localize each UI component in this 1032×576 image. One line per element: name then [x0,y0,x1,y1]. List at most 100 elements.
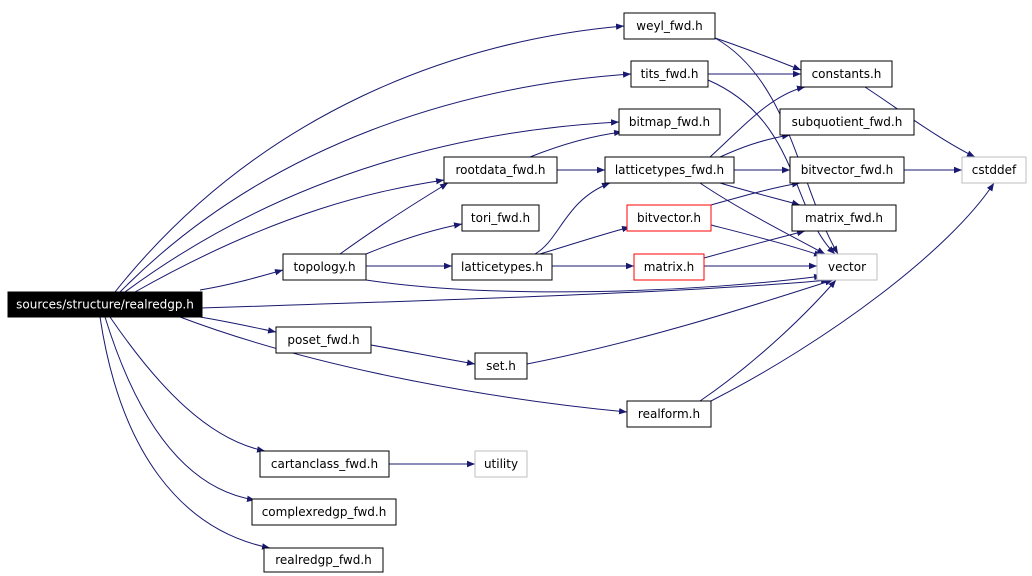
node-label: utility [484,457,518,471]
edge-root-to-rootdata_fwd [134,178,445,293]
node-box [618,108,721,136]
edge-set-to-vector [526,279,834,365]
node-label: bitmap_fwd.h [629,115,710,129]
edge-latticetypes-to-bitvector [539,225,631,255]
edge-root-to-topology [199,269,284,291]
node-label: cstddef [972,163,1017,177]
node-label: bitvector.h [637,211,701,225]
edge-root-to-vector [201,277,830,309]
node-set[interactable]: set.h [474,352,528,380]
node-bitmap-fwd[interactable]: bitmap_fwd.h [618,108,721,136]
node-subquotient-fwd[interactable]: subquotient_fwd.h [779,108,915,136]
node-label: rootdata_fwd.h [456,163,546,177]
node-label: matrix.h [644,260,695,274]
node-box [789,156,905,184]
node-label: matrix_fwd.h [805,211,883,225]
node-vector[interactable]: vector [816,253,878,281]
edge-root-to-realredgp_fwd [99,316,271,550]
edge-rootdata_fwd-to-bitmap_fwd [529,129,623,158]
edge-topology-to-tori_fwd [365,222,463,255]
edge-latticetypes_fwd-to-subquotient_fwd [719,133,791,158]
edge-realform-to-cstddef [710,182,995,402]
edge-matrix-to-matrix_fwd [703,229,806,259]
node-label: latticetypes.h [461,260,543,274]
node-box [282,253,367,281]
nodes-layer: sources/structure/realredgp.h weyl_fwd.ht… [7,12,1027,573]
node-constants[interactable]: constants.h [800,60,893,88]
edges-layer [99,23,995,550]
node-box [604,156,735,184]
node-label: topology.h [293,260,355,274]
node-label: sources/structure/realredgp.h [16,298,194,312]
node-label: realform.h [638,407,700,421]
node-root[interactable]: sources/structure/realredgp.h [7,291,203,318]
edge-constants-to-cstddef [864,86,976,158]
node-utility[interactable]: utility [474,450,528,478]
node-label: tori_fwd.h [471,211,530,225]
edge-latticetypes_fwd-to-matrix_fwd [719,182,801,206]
node-latticetypes-fwd[interactable]: latticetypes_fwd.h [604,156,735,184]
node-topology[interactable]: topology.h [282,253,367,281]
node-latticetypes[interactable]: latticetypes.h [451,253,553,281]
node-bitvector[interactable]: bitvector.h [626,204,712,232]
node-box [816,253,878,281]
edge-root-to-bitmap_fwd [124,119,620,293]
node-bitvector-fwd[interactable]: bitvector_fwd.h [789,156,905,184]
edge-topology-to-rootdata_fwd [339,182,449,255]
node-tori-fwd[interactable]: tori_fwd.h [461,204,540,232]
node-box [633,253,705,281]
edge-root-to-tits_fwd [119,71,632,293]
node-label: constants.h [812,67,882,81]
node-box [961,156,1027,184]
edge-tits_fwd-to-vector [707,79,836,255]
node-label: tits_fwd.h [641,67,699,81]
edge-latticetypes-to-latticetypes_fwd [534,182,611,255]
node-matrix-fwd[interactable]: matrix_fwd.h [791,204,897,232]
edge-root-to-poset_fwd [199,316,277,334]
node-label: latticetypes_fwd.h [615,163,724,177]
node-box [623,12,716,40]
node-box [474,450,528,478]
node-box [251,498,397,526]
node-label: cartanclass_fwd.h [271,457,378,471]
edge-topology-to-vector [365,273,823,293]
node-label: weyl_fwd.h [636,19,703,33]
node-cstddef[interactable]: cstddef [961,156,1027,184]
node-label: realredgp_fwd.h [275,553,372,567]
node-box [626,400,712,428]
node-label: vector [828,260,866,274]
edge-root-to-cartanclass_fwd [109,316,266,453]
node-label: set.h [486,359,516,373]
node-box [474,352,528,380]
node-box [630,60,709,88]
node-label: complexredgp_fwd.h [262,505,387,519]
node-weyl-fwd[interactable]: weyl_fwd.h [623,12,716,40]
edge-latticetypes_fwd-to-vector [699,182,826,255]
node-realform[interactable]: realform.h [626,400,712,428]
edge-latticetypes_fwd-to-constants [709,85,806,158]
node-realredgp-fwd[interactable]: realredgp_fwd.h [263,547,384,573]
node-label: subquotient_fwd.h [792,115,903,129]
node-box [259,450,390,478]
node-tits-fwd[interactable]: tits_fwd.h [630,60,709,88]
edge-poset_fwd-to-set [370,344,476,366]
node-box [263,547,384,573]
node-box [451,253,553,281]
node-box [800,60,893,88]
node-rootdata-fwd[interactable]: rootdata_fwd.h [443,156,558,184]
edge-bitvector-to-bitvector_fwd [710,181,801,206]
node-box [779,108,915,136]
node-label: bitvector_fwd.h [801,163,894,177]
node-box [461,204,540,232]
node-cartanclass-fwd[interactable]: cartanclass_fwd.h [259,450,390,478]
node-box [791,204,897,232]
node-complexredgp-fwd[interactable]: complexredgp_fwd.h [251,498,397,526]
node-label: poset_fwd.h [287,333,359,347]
node-box [626,204,712,232]
edge-root-to-weyl_fwd [114,23,625,293]
node-poset-fwd[interactable]: poset_fwd.h [275,326,372,354]
node-box [275,326,372,354]
edge-root-to-complexredgp_fwd [104,316,256,502]
node-matrix[interactable]: matrix.h [633,253,705,281]
edge-realform-to-vector [699,279,837,402]
